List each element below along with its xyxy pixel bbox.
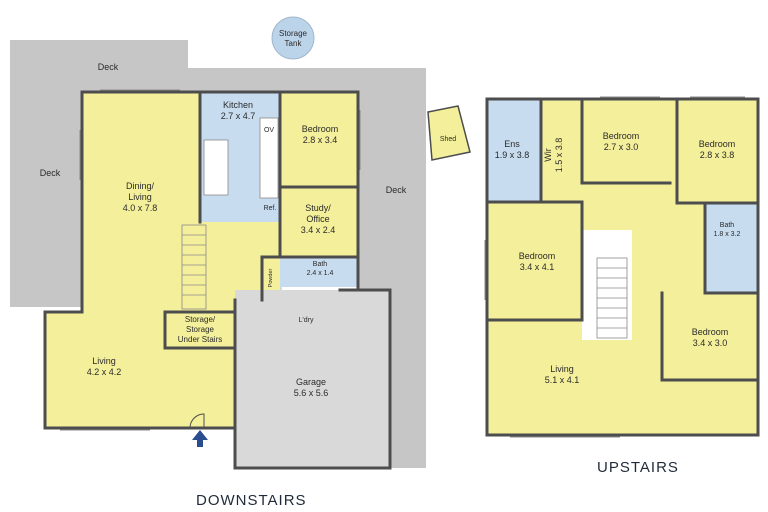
deck-right-label: Deck	[386, 185, 407, 195]
windows-downstairs	[60, 89, 361, 431]
downstairs-title: DOWNSTAIRS	[196, 492, 307, 509]
bedroom-up3-size: 3.4 x 4.1	[520, 262, 555, 272]
deck-top-label: Deck	[98, 62, 119, 72]
entry-door[interactable]	[189, 413, 205, 429]
study-name-1: Study/	[305, 203, 331, 213]
stairs-up-area	[582, 230, 632, 340]
dining-name-2: Living	[128, 192, 152, 202]
ens-name: Ens	[504, 139, 520, 149]
walls-downstairs	[43, 90, 392, 470]
windows-upstairs	[484, 96, 745, 438]
wir-name: Wir	[543, 148, 553, 162]
bath-up-size: 1.8 x 3.2	[714, 231, 741, 238]
living-down-name: Living	[92, 356, 116, 366]
storage-room	[165, 312, 235, 348]
deck-left-label: Deck	[40, 168, 61, 178]
living-up-name: Living	[550, 364, 574, 374]
storage-tank-shape	[271, 16, 315, 60]
bedroom-up1-name: Bedroom	[603, 131, 640, 141]
wir-size: 1.5 x 3.8	[554, 138, 564, 173]
dining-size: 4.0 x 7.8	[123, 203, 158, 213]
shed-label: Shed	[440, 136, 456, 143]
kitchen-bench	[259, 117, 279, 199]
deck-left-area	[10, 92, 82, 307]
shed-shape	[427, 105, 471, 161]
storage-label-2: Storage	[186, 325, 215, 334]
stairs-up	[596, 257, 628, 339]
bath-down-size: 2.4 x 1.4	[307, 270, 334, 277]
storage-tank-label-1: Storage	[279, 29, 308, 38]
kitchen-size: 2.7 x 4.7	[221, 111, 256, 121]
deck-right-area	[358, 90, 426, 290]
bedroom-up1-size: 2.7 x 3.0	[604, 142, 639, 152]
living-down-size: 4.2 x 4.2	[87, 367, 122, 377]
bedroom-up3-name: Bedroom	[519, 251, 556, 261]
ldry-label: L'dry	[299, 317, 314, 324]
study-name-2: Office	[306, 214, 329, 224]
kitchen-name: Kitchen	[223, 100, 253, 110]
bedroom-up2-name: Bedroom	[699, 139, 736, 149]
upstairs-title: UPSTAIRS	[597, 459, 679, 476]
deck-top-area-2	[188, 68, 426, 92]
dining-living-room	[82, 92, 200, 312]
stairs-down	[181, 224, 207, 310]
study-size: 3.4 x 2.4	[301, 225, 336, 235]
ens-room	[487, 99, 541, 202]
storage-label-3: Under Stairs	[178, 335, 222, 344]
ref-label: Ref.	[264, 205, 277, 212]
deck-top-area	[10, 40, 188, 92]
ens-size: 1.9 x 3.8	[495, 150, 530, 160]
dining-name-1: Dining/	[126, 181, 155, 191]
bedroom-up2-size: 2.8 x 3.8	[700, 150, 735, 160]
storage-label-1: Storage/	[185, 315, 216, 324]
powder-label: Powder	[268, 269, 274, 288]
living-down-room	[45, 312, 235, 428]
bath-down-name: Bath	[313, 261, 328, 268]
entry-arrow-icon	[192, 430, 208, 447]
storage-tank-label-2: Tank	[285, 39, 303, 48]
bath-down-room	[282, 257, 358, 287]
bedroom-up4-name: Bedroom	[692, 327, 729, 337]
walls-upstairs	[485, 97, 760, 437]
living-up-size: 5.1 x 4.1	[545, 375, 580, 385]
ov-label: OV	[264, 127, 274, 134]
garage-room	[235, 290, 390, 468]
bedroom-down-size: 2.8 x 3.4	[303, 135, 338, 145]
study-room	[280, 187, 358, 257]
garage-size: 5.6 x 5.6	[294, 388, 329, 398]
bedroom-down-name: Bedroom	[302, 124, 339, 134]
garage-name: Garage	[296, 377, 326, 387]
bedroom-up4-size: 3.4 x 3.0	[693, 338, 728, 348]
kitchen-island	[203, 139, 229, 196]
bath-up-name: Bath	[720, 222, 735, 229]
bedroom-down-room	[280, 92, 358, 187]
bath-up-room	[705, 203, 758, 293]
